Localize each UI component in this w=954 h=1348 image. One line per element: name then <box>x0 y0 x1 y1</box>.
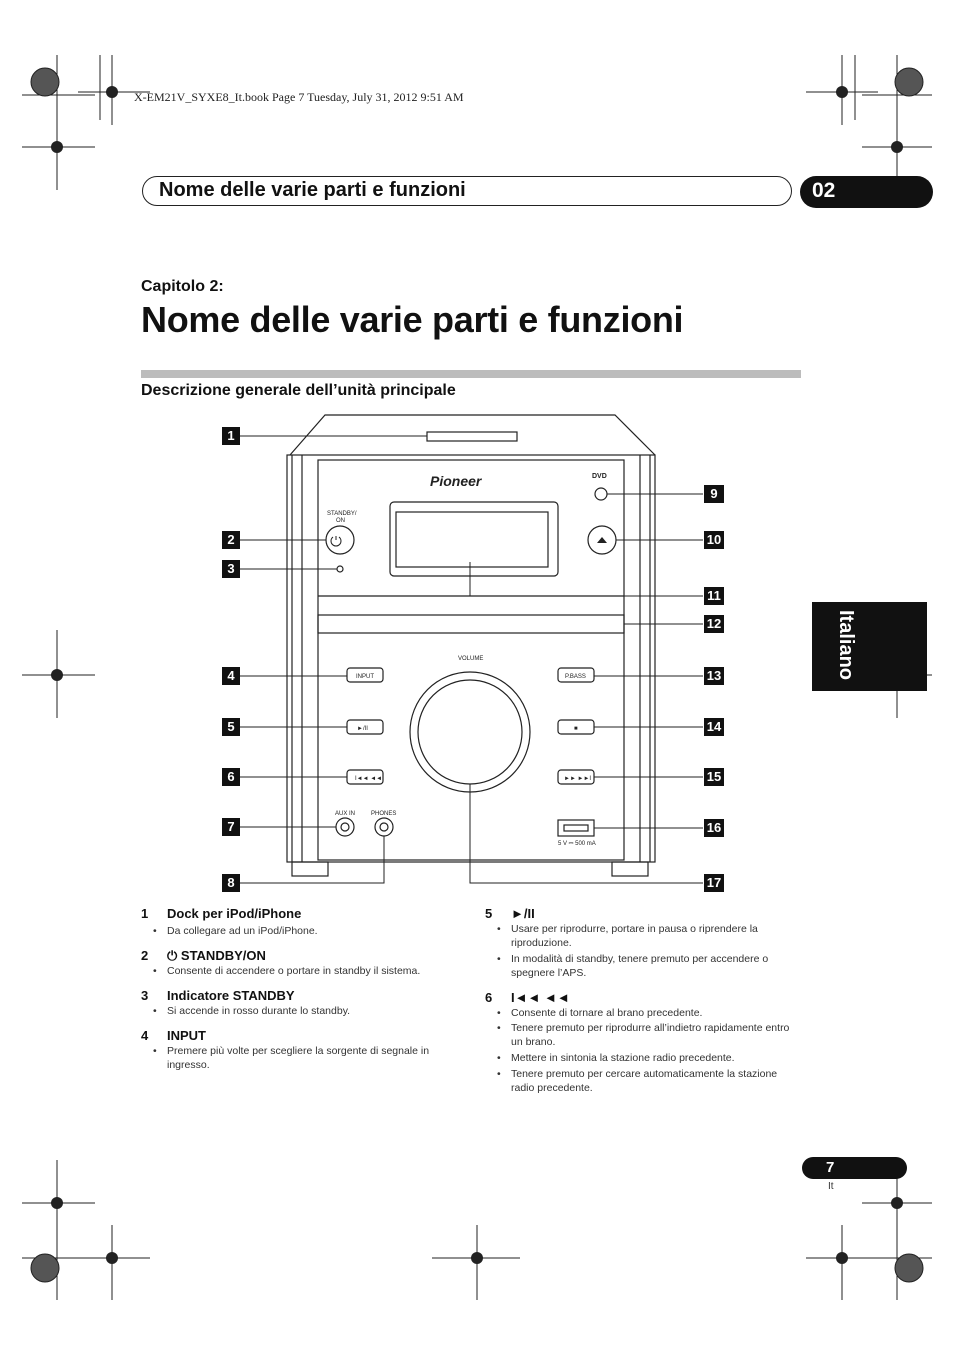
callout-12: 12 <box>704 615 724 633</box>
svg-text:INPUT: INPUT <box>356 674 374 680</box>
item-5-bullet: Usare per riprodurre, portare in pausa o… <box>485 922 801 950</box>
running-title-bar: Nome delle varie parti e funzioni <box>142 176 792 206</box>
page-number-badge: 7 <box>802 1157 907 1179</box>
svg-text:►► ►►I: ►► ►►I <box>564 776 591 782</box>
chapter-number: 02 <box>812 179 836 202</box>
item-1-bullet: Da collegare ad un iPod/iPhone. <box>141 924 477 938</box>
callout-9: 9 <box>704 485 724 503</box>
callout-11: 11 <box>704 587 724 605</box>
device-illustration: STANDBY/ ON VOLUME INPUT ►/II I◄◄ ◄◄ P.B… <box>240 414 703 884</box>
svg-text:VOLUME: VOLUME <box>458 656 483 662</box>
item-4-bullet: Premere più volte per scegliere la sorge… <box>141 1044 467 1072</box>
callout-14: 14 <box>704 718 724 736</box>
chapter-label: Capitolo 2: <box>141 278 224 295</box>
language-tab: Italiano <box>812 602 927 691</box>
language-label: Italiano <box>835 610 857 681</box>
running-title: Nome delle varie parti e funzioni <box>159 179 466 201</box>
callout-6: 6 <box>222 768 240 786</box>
item-6-bullet: Tenere premuto per cercare automaticamen… <box>485 1067 801 1095</box>
chapter-tab: 02 <box>800 176 933 208</box>
callout-10: 10 <box>704 531 724 549</box>
callout-3: 3 <box>222 560 240 578</box>
item-3-bullet: Si accende in rosso durante lo standby. <box>141 1004 477 1018</box>
callout-17: 17 <box>704 874 724 892</box>
callout-8: 8 <box>222 874 240 892</box>
item-6-bullet: Tenere premuto per riprodurre all’indiet… <box>485 1021 801 1049</box>
callout-15: 15 <box>704 768 724 786</box>
svg-text:■: ■ <box>574 726 578 732</box>
page-number: 7 <box>826 1159 835 1176</box>
callout-16: 16 <box>704 819 724 837</box>
svg-text:ON: ON <box>336 518 345 524</box>
svg-text:AUX IN: AUX IN <box>335 811 355 817</box>
svg-text:►/II: ►/II <box>357 726 368 732</box>
item-2-bullet: Consente di accendere o portare in stand… <box>141 964 477 978</box>
item-2-heading: 2⏻ STANDBY/ON <box>141 948 266 963</box>
item-6-bullet: Mettere in sintonia la stazione radio pr… <box>485 1051 801 1065</box>
print-header: X-EM21V_SYXE8_It.book Page 7 Tuesday, Ju… <box>134 90 464 104</box>
svg-text:Pioneer: Pioneer <box>430 473 483 489</box>
item-5-heading: 5►/II <box>485 906 535 921</box>
item-6-bullet: Consente di tornare al brano precedente. <box>485 1006 801 1020</box>
svg-text:PHONES: PHONES <box>371 811 396 817</box>
callout-7: 7 <box>222 818 240 836</box>
svg-text:P.BASS: P.BASS <box>565 674 586 680</box>
page-language-code: It <box>828 1181 834 1192</box>
standby-label-text: STANDBY/ <box>327 511 357 517</box>
section-divider <box>141 370 801 378</box>
item-5-bullet: In modalità di standby, tenere premuto p… <box>485 952 801 980</box>
svg-text:I◄◄ ◄◄: I◄◄ ◄◄ <box>355 776 382 782</box>
callout-5: 5 <box>222 718 240 736</box>
callout-1: 1 <box>222 427 240 445</box>
svg-text:5 V ⎓ 500 mA: 5 V ⎓ 500 mA <box>558 841 596 847</box>
callout-13: 13 <box>704 667 724 685</box>
svg-text:DVD: DVD <box>592 473 607 480</box>
callout-2: 2 <box>222 531 240 549</box>
section-title: Descrizione generale dell’unità principa… <box>141 382 456 399</box>
main-title: Nome delle varie parti e funzioni <box>141 299 684 340</box>
callout-4: 4 <box>222 667 240 685</box>
